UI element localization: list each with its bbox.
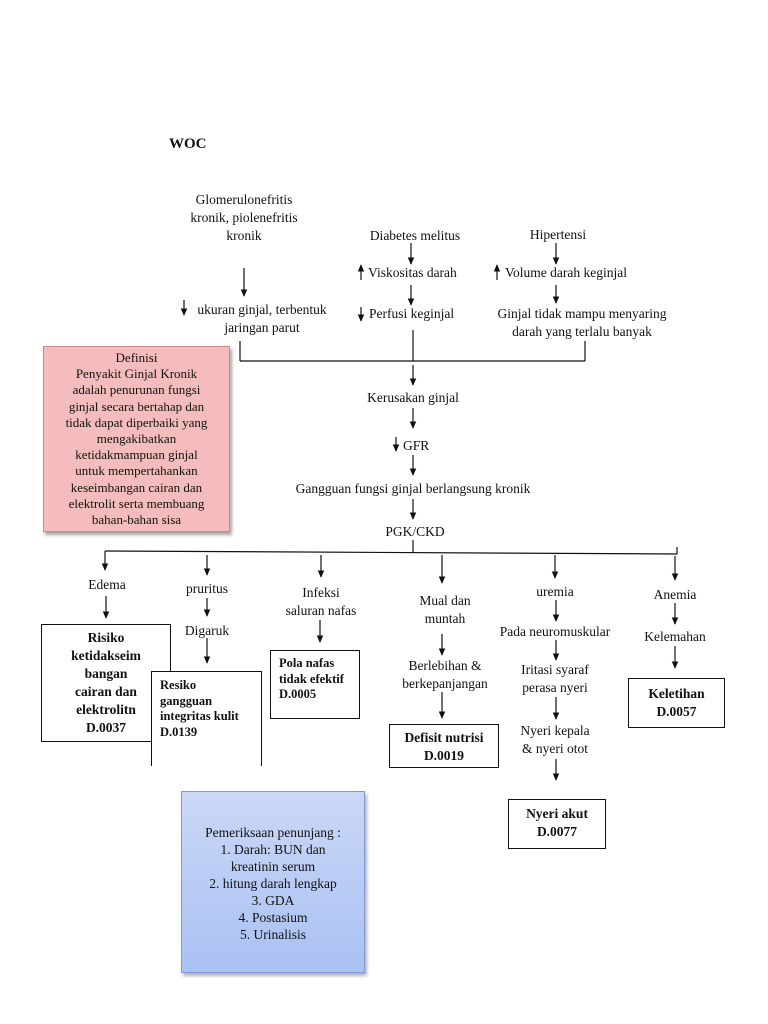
diagnosis-pola-nafas: Pola nafas tidak efektif D.0005: [270, 650, 360, 719]
diagnosis-risiko-cairan: Risiko ketidakseim bangan cairan dan ele…: [41, 624, 171, 742]
node-gfr: GFR: [403, 438, 430, 453]
definition-box: Definisi Penyakit Ginjal Kronik adalah p…: [43, 346, 230, 532]
branch-mual: Mual dan muntah: [419, 593, 471, 626]
branch-nyeri-kepala: Nyeri kepala & nyeri otot: [520, 723, 590, 756]
cause-hipertensi: Hipertensi: [529, 227, 587, 242]
branch-digaruk: Digaruk: [184, 623, 230, 638]
definition-heading: Definisi: [115, 350, 158, 365]
branch-iritasi: Iritasi syaraf perasa nyeri: [521, 662, 589, 695]
supporting-exams-heading: Pemeriksaan penunjang :: [205, 825, 341, 840]
node-ginjal-tidak-mampu: Ginjal tidak mampu menyaring darah yang …: [497, 306, 667, 339]
node-viskositas: Viskositas darah: [368, 265, 457, 280]
node-ukuran-ginjal: ukuran ginjal, terbentuk jaringan parut: [197, 302, 327, 335]
supporting-exams-box: Pemeriksaan penunjang : 1. Darah: BUN da…: [181, 791, 365, 973]
branch-uremia: uremia: [536, 584, 574, 599]
node-gangguan-fungsi: Gangguan fungsi ginjal berlangsung kroni…: [295, 481, 531, 496]
cause-glomerulonefritis: Glomerulonefritis kronik, piolenefritis …: [190, 192, 298, 243]
diagnosis-keletihan: Keletihan D.0057: [628, 678, 725, 728]
diagram-title: WOC: [169, 136, 207, 152]
cause-diabetes: Diabetes melitus: [369, 228, 461, 243]
node-kerusakan-ginjal: Kerusakan ginjal: [367, 390, 459, 405]
diagnosis-resiko-kulit: Resiko gangguan integritas kulit D.0139: [151, 671, 262, 766]
diagnosis-defisit-nutrisi: Defisit nutrisi D.0019: [389, 724, 499, 768]
branch-pruritus: pruritus: [186, 581, 228, 596]
node-perfusi: Perfusi keginjal: [369, 306, 455, 321]
branch-edema: Edema: [88, 577, 126, 592]
branch-neuromuskular: Pada neuromuskular: [499, 624, 611, 639]
branch-kelemahan: Kelemahan: [644, 629, 706, 644]
node-pgk-ckd: PGK/CKD: [385, 524, 445, 539]
branch-infeksi: Infeksi saluran nafas: [285, 585, 357, 618]
diagnosis-nyeri-akut: Nyeri akut D.0077: [508, 799, 606, 849]
node-volume: Volume darah keginjal: [505, 265, 627, 280]
branch-bar: [104, 550, 678, 555]
branch-berlebihan: Berlebihan & berkepanjangan: [402, 658, 488, 691]
branch-anemia: Anemia: [653, 587, 697, 602]
